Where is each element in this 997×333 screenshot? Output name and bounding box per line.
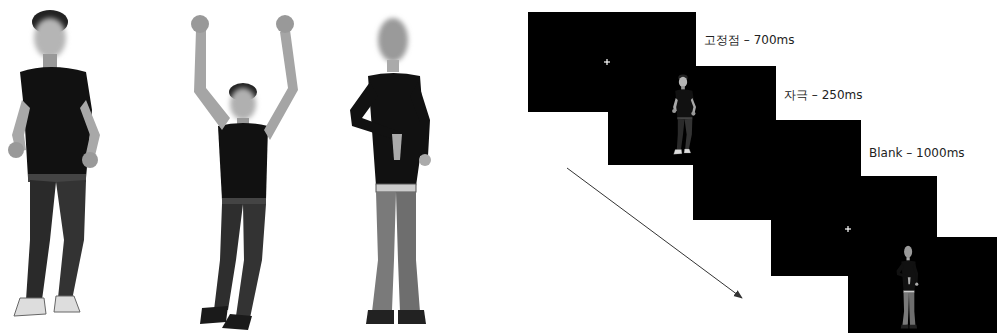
stimulus-figure <box>672 75 696 155</box>
screen-frame: 자극 – 250ms <box>608 66 776 165</box>
screen-panel <box>848 237 997 333</box>
phase-label: 고정점 – 700ms <box>703 33 795 47</box>
phase-label: 자극 – 250ms <box>783 88 863 102</box>
person-photo <box>8 10 100 316</box>
person-photo <box>350 18 431 324</box>
fixation-cross <box>604 59 610 65</box>
phase-label: Blank – 1000ms <box>868 146 966 160</box>
stimulus-figure <box>897 246 919 329</box>
screen-frame: 고정점 – 700ms <box>528 12 696 112</box>
person-photo <box>191 15 298 330</box>
fixation-cross <box>845 226 851 232</box>
fixation-cross <box>606 59 607 65</box>
screen-frame: Blank – 1000ms <box>693 120 861 220</box>
fixation-cross <box>847 226 848 232</box>
